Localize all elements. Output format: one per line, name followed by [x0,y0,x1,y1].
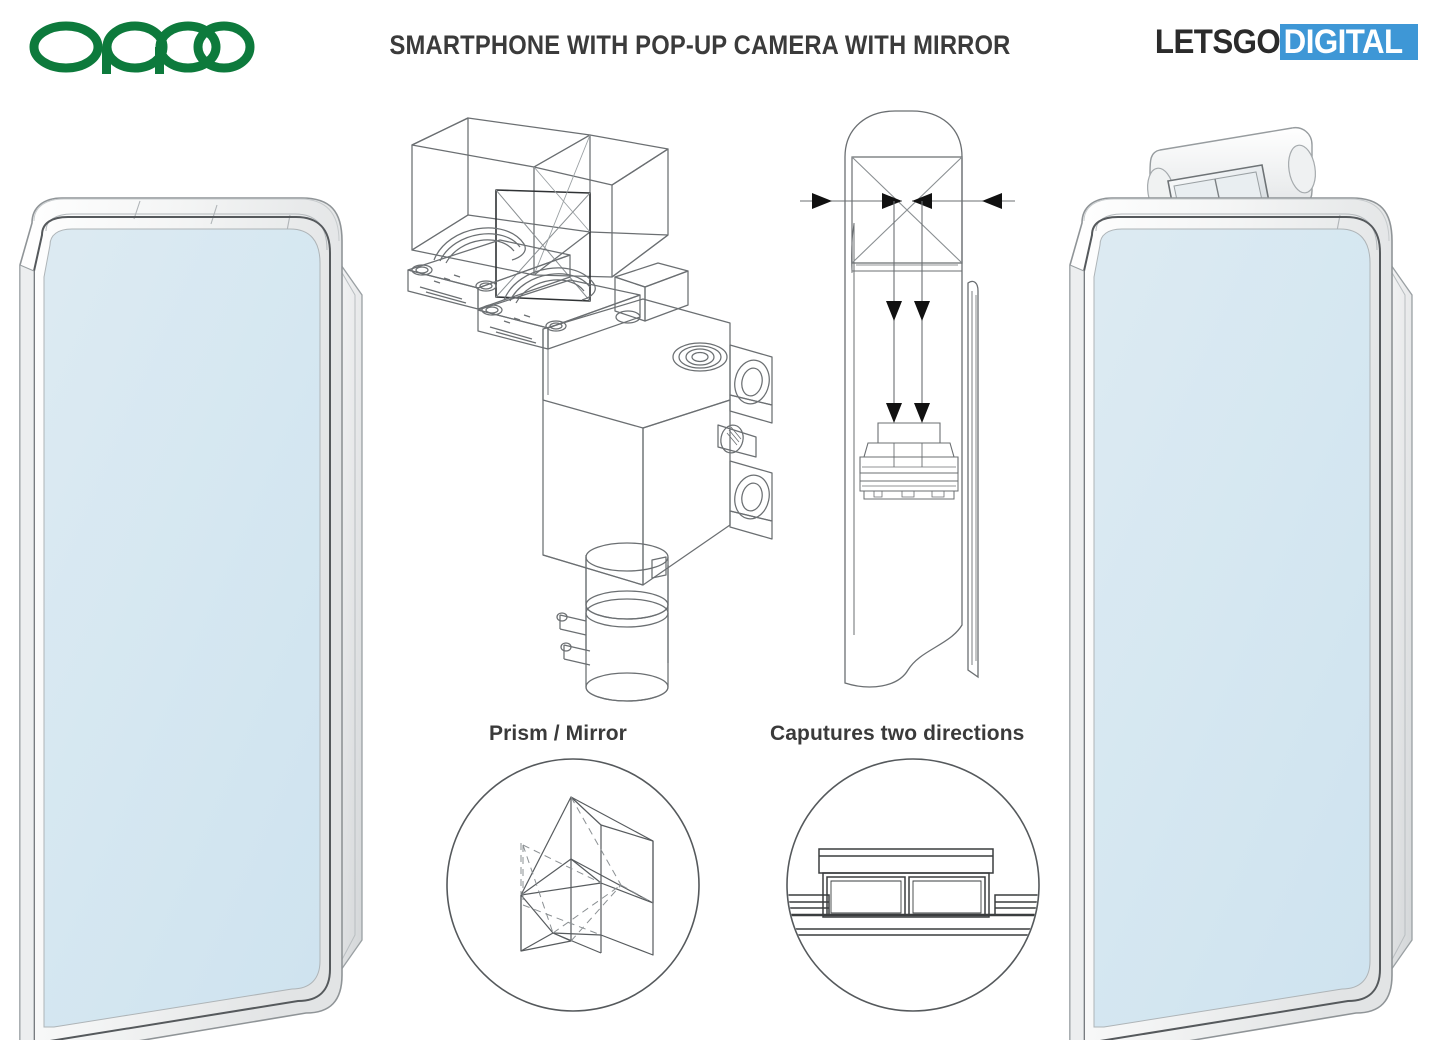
camera-module-exploded-diagram [400,105,780,715]
caption-prism-mirror: Prism / Mirror [489,722,627,745]
arrow-down-right-mid [914,301,930,321]
smartphone-left [0,95,410,1040]
letsgodigital-logo-digital: DIGITAL [1283,23,1403,61]
arrow-left-outer [982,193,1002,209]
arrow-right-inner [882,193,902,209]
dual-capture-inset [783,755,1043,1015]
arrow-down-left-mid [886,301,902,321]
light-path-cross-section-diagram [790,105,1050,705]
page-title: SMARTPHONE WITH POP-UP CAMERA WITH MIRRO… [389,30,1011,60]
oppo-brand-logo: oppo [28,18,258,76]
prism-mirror-inset [443,755,703,1015]
arrow-down-right-end [914,403,930,423]
arrow-right-outer [812,193,832,209]
letsgodigital-logo-digital-block: DIGITAL [1279,23,1418,61]
smartphone-right [1040,95,1440,1040]
caption-captures-two-directions: Caputures two directions [770,722,1025,745]
letsgodigital-logo: LETSGO DIGITAL [1144,24,1418,60]
light-ray-arrows [800,193,1015,423]
letsgodigital-logo-letsgo: LETSGO [1154,23,1280,61]
arrow-down-left-end [886,403,902,423]
